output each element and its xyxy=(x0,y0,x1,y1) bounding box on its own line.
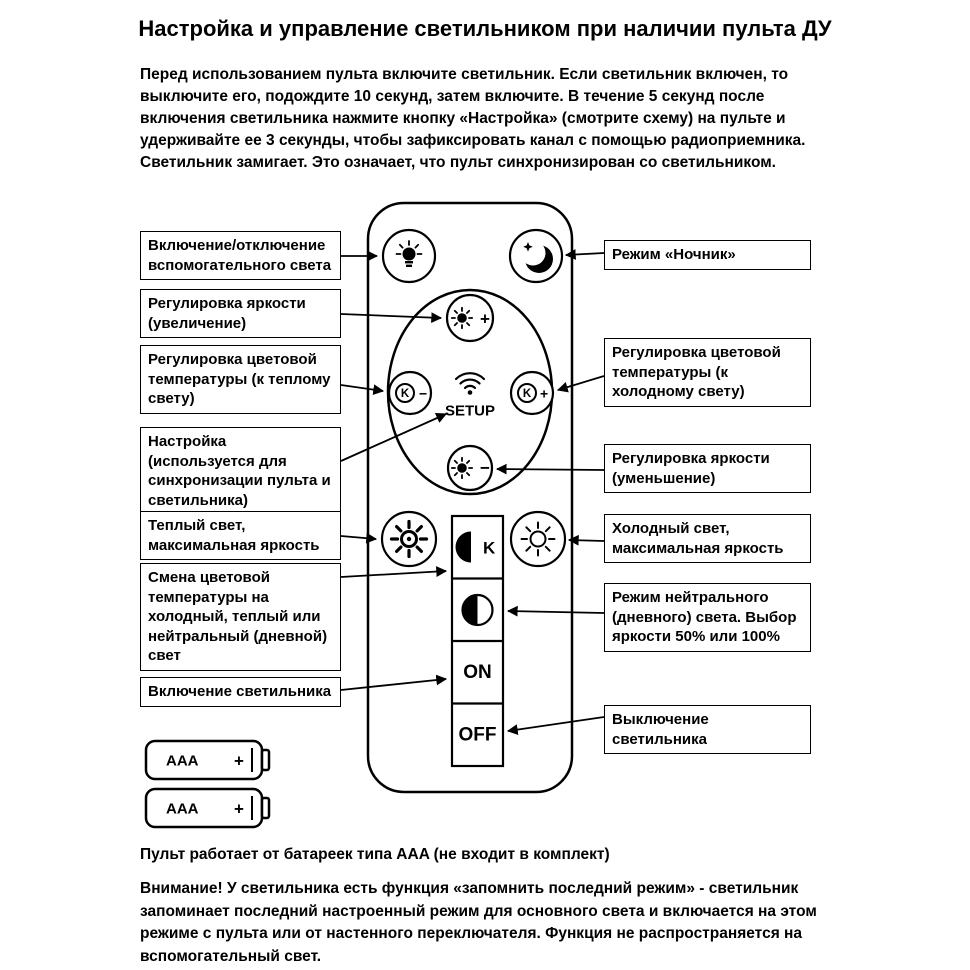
callout-temp-cold: Регулировка цветовой температуры (к холо… xyxy=(604,338,811,407)
neutral-mode-button xyxy=(461,593,494,627)
battery-label: AAA xyxy=(166,753,199,770)
k-letter: K xyxy=(401,388,410,400)
setup-button: SETUP xyxy=(445,372,495,420)
brightness-up-button: + xyxy=(445,293,495,343)
temp-cold-k-plus-button: K + xyxy=(509,370,555,416)
battery-2: AAA + xyxy=(144,787,271,829)
aux-light-button xyxy=(381,228,437,284)
callout-brightness-down: Регулировка яркости (уменьшение) xyxy=(604,444,811,493)
callout-power-on: Включение светильника xyxy=(140,677,341,707)
plus-sign: + xyxy=(480,310,490,329)
night-mode-button xyxy=(508,228,564,284)
sun-minus-icon xyxy=(450,456,474,480)
brightness-down-button: − xyxy=(446,444,494,492)
warm-max-button xyxy=(380,510,438,568)
star-icon xyxy=(523,242,533,252)
callout-night-mode: Режим «Ночник» xyxy=(604,240,811,270)
callout-neutral-mode: Режим нейтрального (дневного) света. Выб… xyxy=(604,583,811,652)
callout-temp-change: Смена цветовой температуры на холодный, … xyxy=(140,563,341,671)
half-disc-icon xyxy=(455,531,471,563)
k-letter: K xyxy=(483,539,496,558)
temp-toggle-button: K xyxy=(455,531,496,563)
battery-plus: + xyxy=(234,752,244,771)
sun-plus-icon xyxy=(450,306,474,330)
wifi-icon xyxy=(454,372,486,395)
battery-label: AAA xyxy=(166,801,199,818)
intro-paragraph: Перед использованием пульта включите све… xyxy=(140,66,806,171)
cold-max-button xyxy=(509,510,567,568)
sun-filled-icon xyxy=(389,519,429,559)
warning-paragraph: Внимание! У светильника есть функция «за… xyxy=(140,880,817,965)
setup-label: SETUP xyxy=(445,403,495,420)
callout-cold-max: Холодный свет, максимальная яркость xyxy=(604,514,811,563)
minus-sign: − xyxy=(419,386,427,402)
callout-warm-max: Теплый свет, максимальная яркость xyxy=(140,511,341,560)
off-button: OFF xyxy=(459,725,497,746)
callout-power-off: Выключение светильника xyxy=(604,705,811,754)
temp-warm-k-minus-button: K − xyxy=(387,370,433,416)
sun-outline-icon xyxy=(520,521,556,557)
on-button: ON xyxy=(463,662,492,683)
callout-setup: Настройка (используется для синхронизаци… xyxy=(140,427,341,515)
button-strip: K ON OFF xyxy=(450,514,505,768)
bulb-icon xyxy=(395,240,423,267)
callout-aux-light: Включение/отключение вспомогательного св… xyxy=(140,231,341,280)
plus-sign: + xyxy=(540,386,548,402)
battery-1: AAA + xyxy=(144,739,271,781)
half-circle-icon xyxy=(462,595,478,625)
callout-brightness-up: Регулировка яркости (увеличение) xyxy=(140,289,341,338)
page-title: Настройка и управление светильником при … xyxy=(138,16,832,41)
moon-icon xyxy=(520,240,553,273)
k-letter: K xyxy=(523,388,532,400)
callout-temp-warm: Регулировка цветовой температуры (к тепл… xyxy=(140,345,341,414)
battery-note: Пульт работает от батареек типа AAA (не … xyxy=(140,846,610,863)
minus-sign: − xyxy=(480,459,490,478)
callout-arrows xyxy=(340,249,605,735)
battery-plus: + xyxy=(234,800,244,819)
